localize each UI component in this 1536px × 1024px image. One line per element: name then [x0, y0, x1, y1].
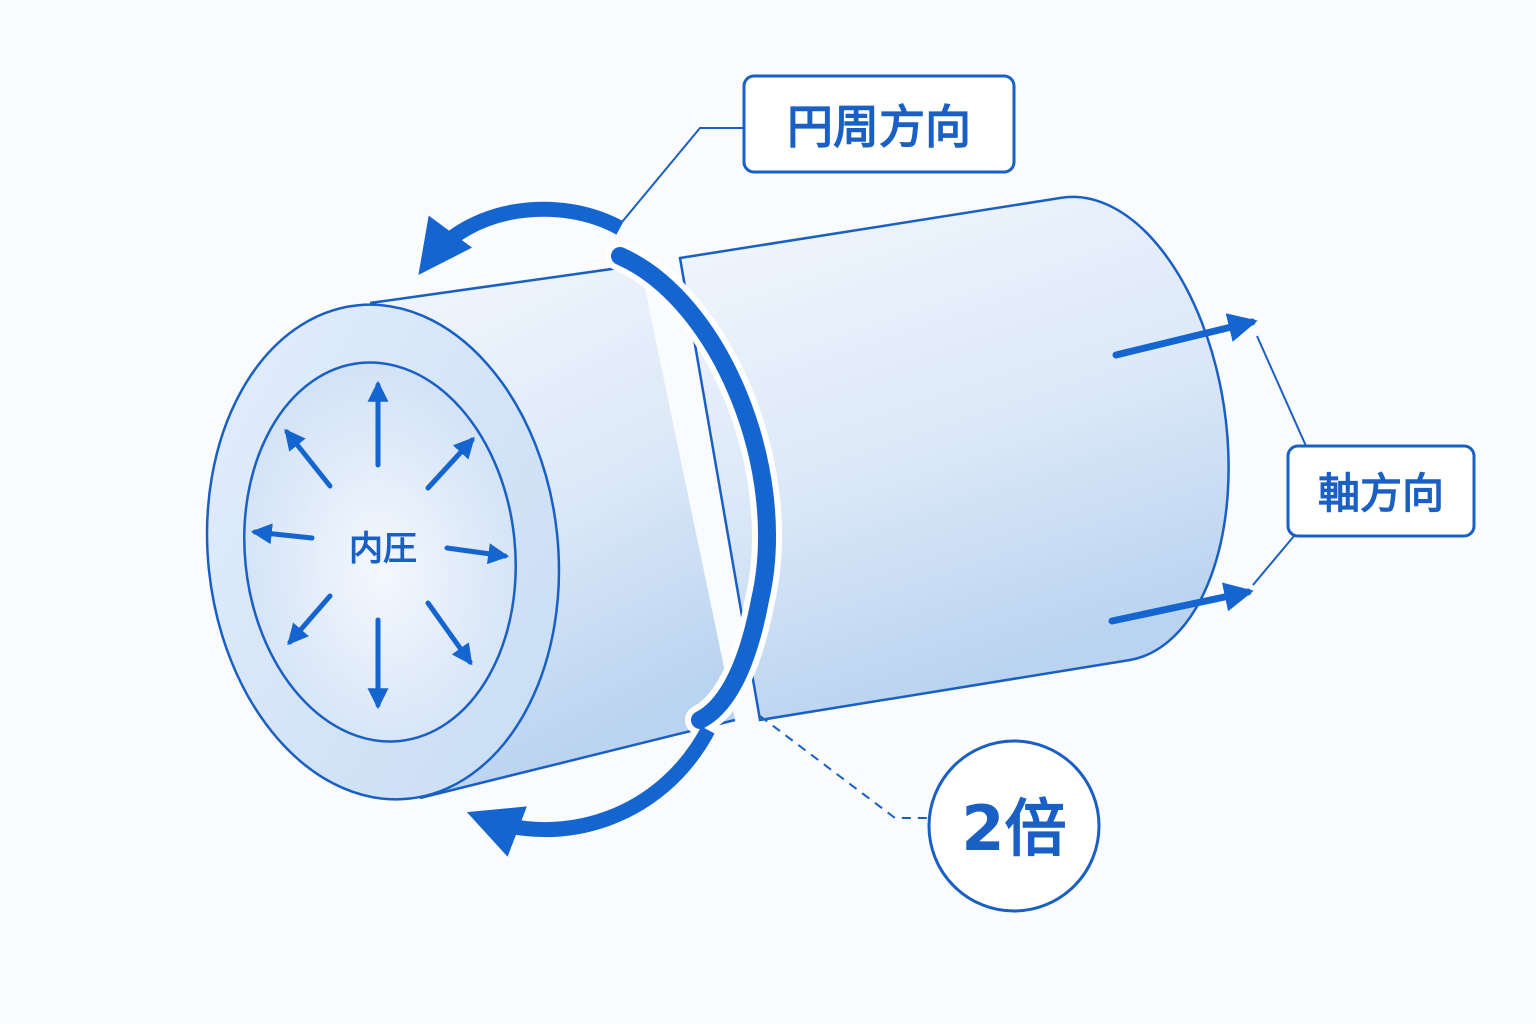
axial-arrows [1108, 313, 1258, 625]
arrow-outward-icon [284, 428, 333, 489]
arrow-outward-icon [425, 436, 475, 491]
circumferential-label: 円周方向 [787, 100, 971, 154]
cylinder-end-face [205, 303, 561, 801]
arrow-right-icon [1112, 313, 1258, 359]
ratio-callout: 2倍 [759, 715, 1101, 913]
curved-arrow-icon [466, 726, 715, 857]
curved-arrow-icon [418, 201, 624, 276]
ratio-label: 2倍 [961, 792, 1066, 865]
arrow-outward-icon [250, 523, 315, 545]
arrow-outward-icon [425, 600, 473, 666]
axial-label: 軸方向 [1318, 469, 1444, 518]
arrow-outward-icon [287, 593, 333, 646]
bore-inner-surface [243, 361, 517, 743]
arrow-outward-icon [444, 543, 510, 565]
internal-pressure-label: 内圧 [349, 529, 417, 569]
axial-callout: 軸方向 [1252, 335, 1476, 586]
circumferential-arrows [418, 201, 715, 857]
circumferential-callout: 円周方向 [621, 74, 1016, 223]
pressure-arrows [250, 380, 510, 710]
circumferential-band [605, 241, 782, 735]
cylinder-large-section [678, 195, 1230, 722]
arrow-right-icon [1108, 582, 1254, 625]
